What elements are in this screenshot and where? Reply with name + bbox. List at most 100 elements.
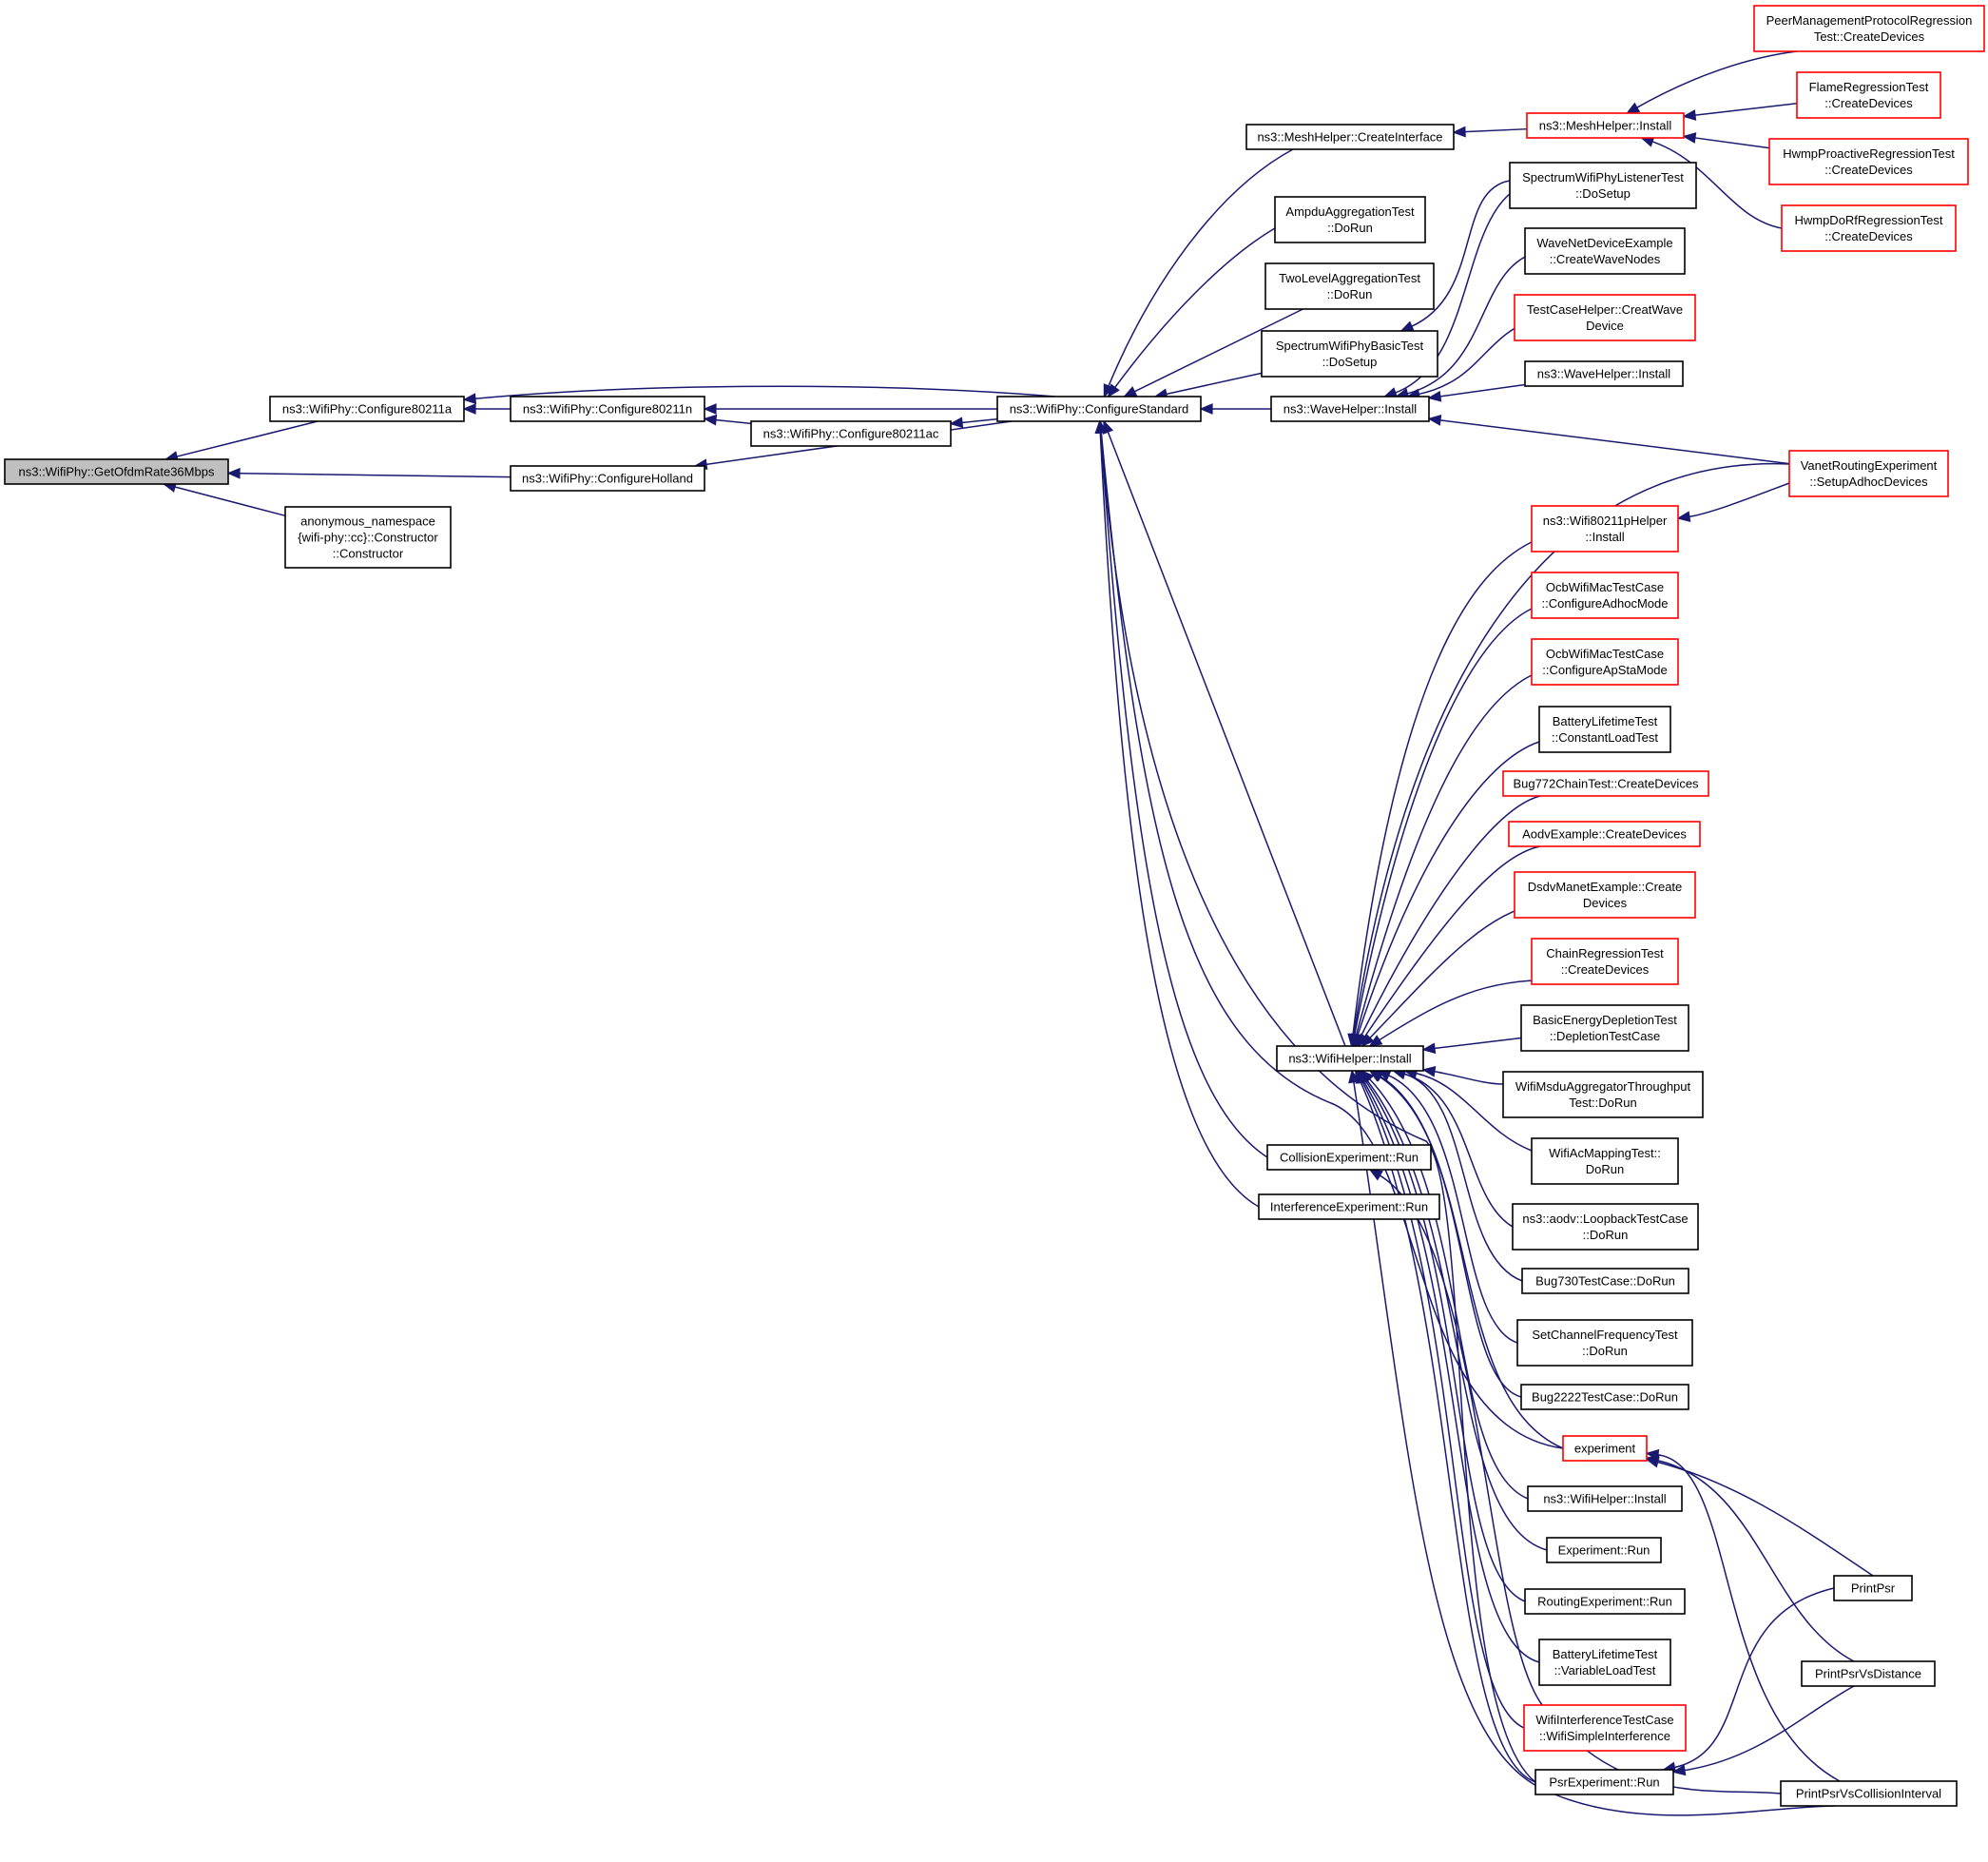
graph-node-ocbadhoc[interactable]: OcbWifiMacTestCase::ConfigureAdhocMode [1531, 572, 1679, 619]
graph-node-aodvex[interactable]: AodvExample::CreateDevices [1508, 821, 1701, 847]
node-box[interactable] [1538, 1639, 1671, 1686]
node-box[interactable] [1509, 162, 1697, 209]
node-box[interactable] [1245, 124, 1455, 150]
graph-node-swpbasic[interactable]: SpectrumWifiPhyBasicTest::DoSetup [1261, 330, 1438, 378]
graph-node-wifiinterf[interactable]: WifiInterferenceTestCase::WifiSimpleInte… [1523, 1704, 1687, 1752]
graph-node-acmap[interactable]: WifiAcMappingTest::DoRun [1531, 1137, 1679, 1185]
node-box[interactable] [1531, 938, 1679, 985]
node-box[interactable] [510, 465, 705, 492]
node-box[interactable] [1524, 360, 1684, 387]
node-box[interactable] [1833, 1575, 1913, 1601]
node-box[interactable] [269, 396, 465, 422]
graph-node-c80211n[interactable]: ns3::WifiPhy::Configure80211n [510, 396, 705, 422]
graph-node-bug772[interactable]: Bug772ChainTest::CreateDevices [1502, 770, 1709, 797]
node-box[interactable] [1266, 1144, 1432, 1171]
graph-node-swplistener[interactable]: SpectrumWifiPhyListenerTest::DoSetup [1509, 162, 1697, 209]
graph-node-wifihi2[interactable]: ns3::WifiHelper::Install [1527, 1485, 1683, 1512]
node-box[interactable] [1512, 1203, 1699, 1251]
node-box[interactable] [1508, 821, 1701, 847]
graph-node-c80211ac[interactable]: ns3::WifiPhy::Configure80211ac [750, 420, 952, 447]
node-box[interactable] [1521, 1268, 1689, 1294]
node-box[interactable] [1276, 1045, 1424, 1072]
node-box[interactable] [1523, 1704, 1687, 1752]
graph-node-vanet[interactable]: VanetRoutingExperiment::SetupAdhocDevice… [1788, 450, 1949, 497]
graph-node-printpsr[interactable]: PrintPsr [1833, 1575, 1913, 1601]
graph-node-basicenergy[interactable]: BasicEnergyDepletionTest::DepletionTestC… [1520, 1004, 1689, 1052]
node-box[interactable] [1514, 871, 1696, 919]
graph-node-hwmpdorf[interactable]: HwmpDoRfRegressionTest::CreateDevices [1781, 204, 1957, 252]
node-box[interactable] [1524, 227, 1686, 275]
graph-node-interexp[interactable]: InterferenceExperiment::Run [1258, 1193, 1440, 1220]
graph-node-printpsrcoll[interactable]: PrintPsrVsCollisionInterval [1780, 1780, 1958, 1807]
node-box[interactable] [1524, 1588, 1686, 1615]
node-box[interactable] [1531, 572, 1679, 619]
graph-node-peermgmt[interactable]: PeerManagementProtocolRegressionTest::Cr… [1753, 5, 1985, 52]
graph-node-meshci[interactable]: ns3::MeshHelper::CreateInterface [1245, 124, 1455, 150]
node-box[interactable] [1514, 294, 1696, 341]
graph-node-cholland[interactable]: ns3::WifiPhy::ConfigureHolland [510, 465, 705, 492]
graph-node-anon[interactable]: anonymous_namespace{wifi-phy::cc}::Const… [284, 506, 452, 569]
graph-node-battconst[interactable]: BatteryLifetimeTest::ConstantLoadTest [1538, 706, 1671, 753]
graph-node-hwmpproactive[interactable]: HwmpProactiveRegressionTest::CreateDevic… [1768, 138, 1969, 185]
node-box[interactable] [1502, 1071, 1704, 1118]
node-box[interactable] [1546, 1537, 1662, 1563]
graph-node-psrexp[interactable]: PsrExperiment::Run [1534, 1769, 1674, 1795]
node-box[interactable] [1520, 1004, 1689, 1052]
graph-node-experiment[interactable]: experiment [1562, 1435, 1648, 1462]
node-box[interactable] [1801, 1660, 1936, 1687]
node-box[interactable] [1502, 770, 1709, 797]
graph-node-dsdv[interactable]: DsdvManetExample::CreateDevices [1514, 871, 1696, 919]
node-box[interactable] [510, 396, 705, 422]
node-box[interactable] [1526, 112, 1685, 139]
graph-node-c80211a[interactable]: ns3::WifiPhy::Configure80211a [269, 396, 465, 422]
node-box[interactable] [1527, 1485, 1683, 1512]
node-box[interactable] [1781, 204, 1957, 252]
node-box[interactable] [1562, 1435, 1648, 1462]
node-box[interactable] [750, 420, 952, 447]
node-box[interactable] [1270, 396, 1430, 422]
graph-node-wavehi2[interactable]: ns3::WaveHelper::Install [1524, 360, 1684, 387]
graph-node-bug730[interactable]: Bug730TestCase::DoRun [1521, 1268, 1689, 1294]
graph-node-collexp[interactable]: CollisionExperiment::Run [1266, 1144, 1432, 1171]
graph-node-twolevel[interactable]: TwoLevelAggregationTest::DoRun [1264, 262, 1435, 310]
node-box[interactable] [4, 458, 229, 485]
node-box[interactable] [1534, 1769, 1674, 1795]
node-box[interactable] [1768, 138, 1969, 185]
graph-node-exprun[interactable]: Experiment::Run [1546, 1537, 1662, 1563]
graph-node-wavenet[interactable]: WaveNetDeviceExample::CreateWaveNodes [1524, 227, 1686, 275]
node-box[interactable] [1274, 196, 1426, 243]
graph-node-w80211p[interactable]: ns3::Wifi80211pHelper::Install [1531, 505, 1679, 553]
node-box[interactable] [1531, 505, 1679, 553]
graph-node-aodvloop[interactable]: ns3::aodv::LoopbackTestCase::DoRun [1512, 1203, 1699, 1251]
node-box[interactable] [1780, 1780, 1958, 1807]
node-box[interactable] [1261, 330, 1438, 378]
node-box[interactable] [1788, 450, 1949, 497]
node-box[interactable] [1753, 5, 1985, 52]
node-box[interactable] [284, 506, 452, 569]
graph-node-wavehi[interactable]: ns3::WaveHelper::Install [1270, 396, 1430, 422]
graph-node-setchan[interactable]: SetChannelFrequencyTest::DoRun [1516, 1319, 1693, 1367]
node-box[interactable] [1531, 1137, 1679, 1185]
graph-node-routexp[interactable]: RoutingExperiment::Run [1524, 1588, 1686, 1615]
node-box[interactable] [1258, 1193, 1440, 1220]
node-box[interactable] [1264, 262, 1435, 310]
graph-node-chainreg[interactable]: ChainRegressionTest::CreateDevices [1531, 938, 1679, 985]
node-box[interactable] [1531, 638, 1679, 686]
graph-node-ampdu[interactable]: AmpduAggregationTest::DoRun [1274, 196, 1426, 243]
node-box[interactable] [996, 396, 1202, 422]
node-box[interactable] [1516, 1319, 1693, 1367]
graph-node-flame[interactable]: FlameRegressionTest::CreateDevices [1796, 71, 1941, 119]
graph-node-printpsrdist[interactable]: PrintPsrVsDistance [1801, 1660, 1936, 1687]
graph-node-ocbapsta[interactable]: OcbWifiMacTestCase::ConfigureApStaMode [1531, 638, 1679, 686]
node-box[interactable] [1520, 1384, 1689, 1410]
node-box[interactable] [1538, 706, 1671, 753]
graph-node-root[interactable]: ns3::WifiPhy::GetOfdmRate36Mbps [4, 458, 229, 485]
graph-node-cstd[interactable]: ns3::WifiPhy::ConfigureStandard [996, 396, 1202, 422]
graph-node-meshinst[interactable]: ns3::MeshHelper::Install [1526, 112, 1685, 139]
graph-node-wifihi[interactable]: ns3::WifiHelper::Install [1276, 1045, 1424, 1072]
node-box[interactable] [1796, 71, 1941, 119]
graph-node-battvar[interactable]: BatteryLifetimeTest::VariableLoadTest [1538, 1639, 1671, 1686]
graph-node-bug2222[interactable]: Bug2222TestCase::DoRun [1520, 1384, 1689, 1410]
